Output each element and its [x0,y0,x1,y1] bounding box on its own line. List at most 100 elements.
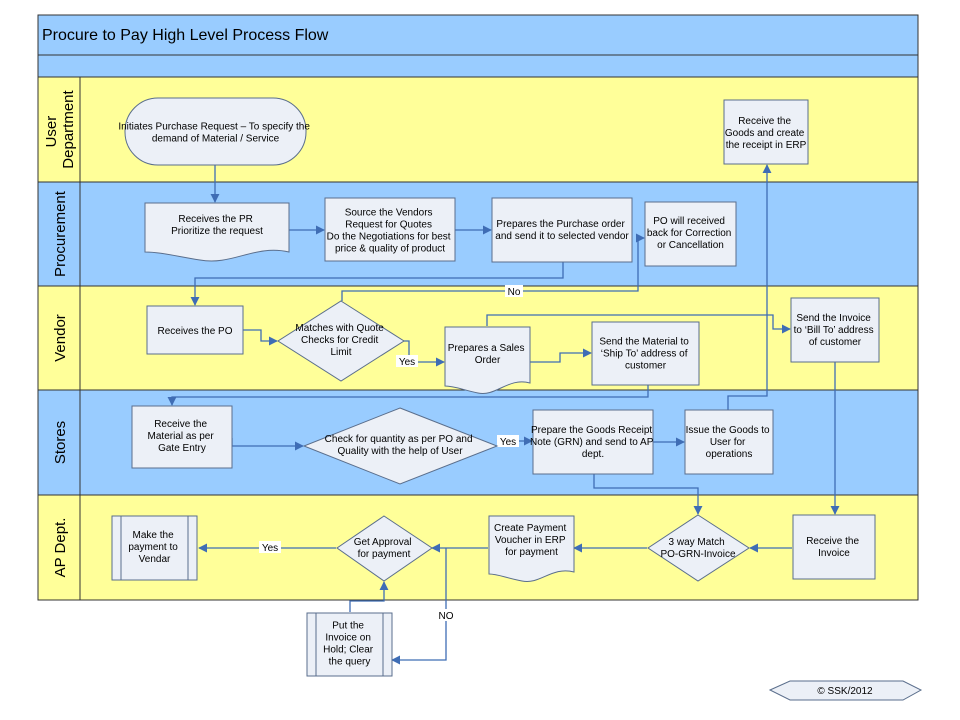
node-send-material-text: Send the Material to ‘Ship To’ address o… [599,337,691,372]
footer: © SSK/2012 [768,680,923,701]
node-matches-quote-text: Matches with Quote Checks for Credit Lim… [295,323,386,358]
predefined-process-shape [111,515,198,581]
node-receive-invoice-text: Receive the Invoice [806,536,862,559]
process-shape [532,409,654,475]
lane-user-department-label: User Department [43,89,77,168]
node-invoice-hold-text: Put the Invoice on Hold; Clear the query [323,621,376,668]
title-bar [37,14,919,56]
decision-shape [302,407,499,485]
node-prepare-po: Prepares the Purchase order and send it … [491,197,633,263]
connector-grn-to-three-way [593,474,703,515]
edge-label-yes-stores-bg [497,435,519,447]
process-shape [491,197,633,263]
nodes: Initiates Purchase Request – To specify … [111,97,880,677]
predefined-process-shape [306,612,393,677]
node-check-qty-text: Check for quantity as per PO and Quality… [325,434,476,457]
header-spacer-band [37,54,919,78]
connector-issue-goods-to-receive-goods [727,164,772,410]
connector-matches-to-po-back [341,233,645,301]
node-get-approval: Get Approval for payment [336,515,433,582]
lane-user-department-label-cell [37,76,81,183]
connector-send-material-to-receive-material [167,385,649,406]
document-shape [144,202,290,262]
node-send-invoice-text: Send the Invoice to ‘Bill To’ address of… [794,313,877,348]
edge-label-no-ap: NO [439,611,454,622]
node-receive-material: Receive the Material as per Gate Entry [131,405,233,469]
connector-sales-order-to-send-invoice [486,314,791,334]
node-receives-pr-text: Receives the PR Prioritize the request [171,214,263,237]
decision-shape [336,515,433,582]
lane-procurement-label-cell [37,181,81,287]
node-receives-po: Receives the PO [146,305,244,355]
node-matches-quote: Matches with Quote Checks for Credit Lim… [277,300,405,382]
lane-vendor-label-cell [37,285,81,391]
node-po-back-text: PO will received back for Correction or … [647,216,734,251]
lane-stores-label-cell [37,389,81,496]
lane-vendor-label: Vendor [52,314,69,362]
terminator-shape [124,97,307,166]
edge-label-yes-vendor: Yes [399,357,415,368]
edge-label-yes-ap: Yes [262,543,278,554]
process-shape [723,99,809,165]
node-sales-order-text: Prepares a Sales Order [448,343,528,366]
connector-matches-to-sales-order [403,340,445,367]
footer-copyright: © SSK/2012 [817,686,873,697]
document-shape [488,515,575,583]
connector-sales-order-to-send-material [530,348,592,363]
process-shape [684,409,774,475]
process-shape [131,405,233,469]
node-initiate-request: Initiates Purchase Request – To specify … [118,97,312,166]
edge-label-no-ap-bg [436,609,456,621]
process-shape [324,197,456,262]
node-prepare-grn-text: Prepare the Goods Receipt Note (GRN) and… [530,425,656,460]
diagram-title: Procure to Pay High Level Process Flow [42,27,329,44]
node-invoice-hold: Put the Invoice on Hold; Clear the query [306,612,393,677]
node-po-back: PO will received back for Correction or … [644,201,737,267]
node-sales-order: Prepares a Sales Order [444,326,531,395]
connector-hold-to-approval [349,581,389,612]
node-receive-material-text: Receive the Material as per Gate Entry [148,419,217,454]
process-shape [792,514,876,580]
process-shape [591,321,700,386]
lane-ap-dept-label-cell [37,494,81,601]
edge-label-no-top-bg [505,285,523,297]
node-prepare-grn: Prepare the Goods Receipt Note (GRN) and… [530,409,656,475]
node-three-way-match-text: 3 way Match PO-GRN-Invoice [660,537,735,560]
process-shape [790,297,880,363]
node-receives-po-text: Receives the PO [157,326,232,337]
node-send-invoice: Send the Invoice to ‘Bill To’ address of… [790,297,880,363]
footer-hexagon [768,680,923,701]
connector-receives-po-to-matches [243,329,278,346]
lane-procurement-label: Procurement [52,190,69,277]
process-shape [146,305,244,355]
document-shape [444,326,531,395]
lane-stores-label: Stores [52,421,69,464]
node-make-payment-text: Make the payment to Vendar [128,530,180,565]
node-three-way-match: 3 way Match PO-GRN-Invoice [647,514,750,582]
decision-shape [277,300,405,382]
node-make-payment: Make the payment to Vendar [111,515,198,581]
node-get-approval-text: Get Approval for payment [354,537,415,560]
node-receive-goods: Receive the Goods and create the receipt… [723,99,809,165]
connector-approval-to-hold [391,548,447,665]
edge-label-yes-ap-bg [259,541,281,553]
node-initiate-request-text: Initiates Purchase Request – To specify … [118,122,312,145]
decision-shape [647,514,750,582]
node-source-vendors: Source the Vendors Request for Quotes Do… [324,197,456,262]
edge-label-no-top: No [508,287,521,298]
node-prepare-po-text: Prepares the Purchase order and send it … [495,219,629,242]
node-receive-goods-text: Receive the Goods and create the receipt… [725,116,807,151]
node-receive-invoice: Receive the Invoice [792,514,876,580]
node-receives-pr: Receives the PR Prioritize the request [144,202,290,262]
edge-labels: No Yes Yes Yes NO [259,285,523,622]
lane-ap-dept-label: AP Dept. [52,518,69,578]
process-shape [644,201,737,267]
edge-label-yes-vendor-bg [396,355,418,367]
node-send-material: Send the Material to ‘Ship To’ address o… [591,321,700,386]
node-issue-goods: Issue the Goods to User for operations [684,409,774,475]
node-check-qty: Check for quantity as per PO and Quality… [302,407,499,485]
node-issue-goods-text: Issue the Goods to User for operations [686,425,773,460]
connector-prepare-po-to-receives-po [190,262,564,306]
node-source-vendors-text: Source the Vendors Request for Quotes Do… [327,208,454,255]
